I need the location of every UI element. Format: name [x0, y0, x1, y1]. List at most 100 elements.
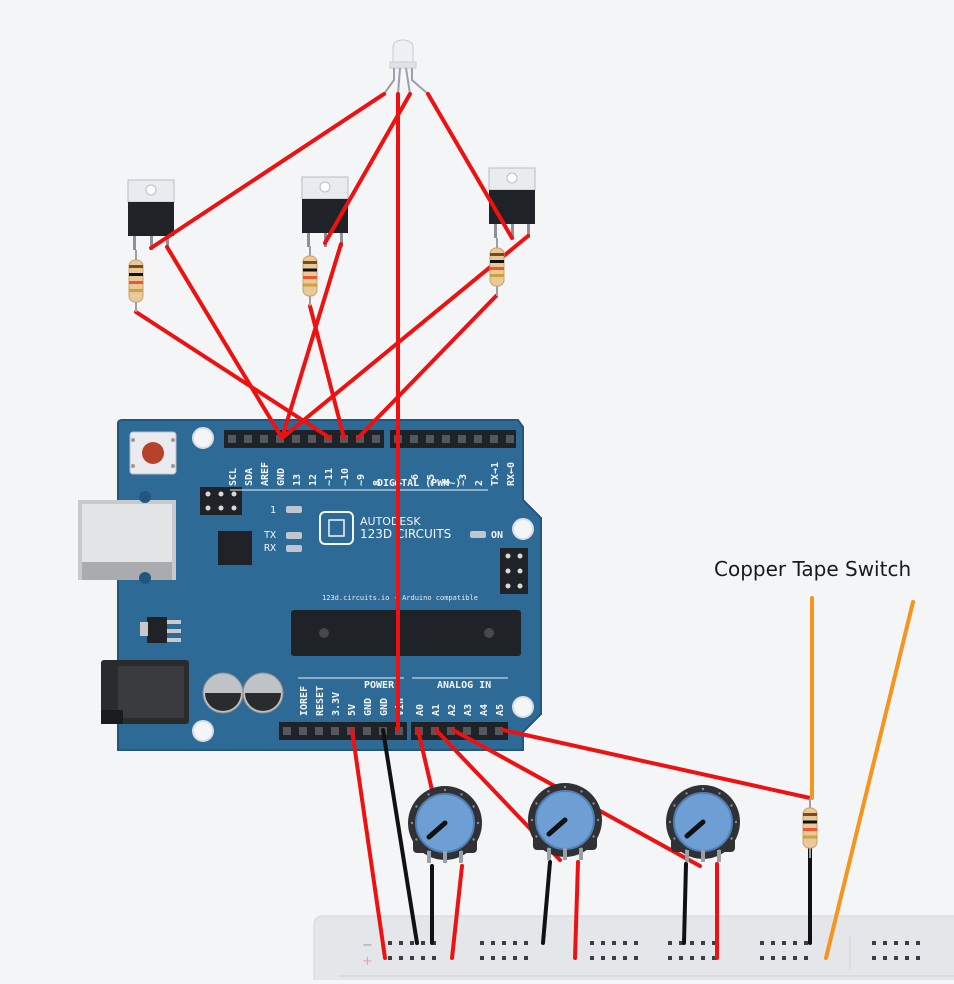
breadboard-hole[interactable]: [916, 956, 920, 960]
breadboard-hole[interactable]: [771, 956, 775, 960]
header-pin[interactable]: [299, 727, 307, 735]
wire[interactable]: [573, 860, 580, 960]
resistor[interactable]: [489, 238, 505, 296]
breadboard-hole[interactable]: [524, 941, 528, 945]
header-pin[interactable]: [372, 435, 380, 443]
breadboard-hole[interactable]: [668, 941, 672, 945]
header-pin[interactable]: [479, 727, 487, 735]
wire[interactable]: [541, 860, 552, 945]
header-pin[interactable]: [331, 727, 339, 735]
breadboard-hole[interactable]: [388, 956, 392, 960]
resistor[interactable]: [802, 798, 818, 858]
copper-tape-wire[interactable]: [824, 600, 915, 960]
breadboard-hole[interactable]: [612, 941, 616, 945]
potentiometers[interactable]: [408, 783, 740, 863]
header-pin[interactable]: [447, 727, 455, 735]
breadboard-hole[interactable]: [590, 941, 594, 945]
header-pin[interactable]: [410, 435, 418, 443]
resistor[interactable]: [128, 250, 144, 312]
header-pin[interactable]: [283, 727, 291, 735]
mosfet-transistor[interactable]: [127, 179, 175, 250]
wire[interactable]: [350, 728, 387, 960]
breadboard-hole[interactable]: [679, 956, 683, 960]
breadboard-holes[interactable]: [388, 941, 920, 960]
breadboard-hole[interactable]: [782, 956, 786, 960]
wire[interactable]: [682, 862, 688, 945]
power-header[interactable]: [279, 722, 508, 740]
breadboard-hole[interactable]: [634, 956, 638, 960]
wire[interactable]: [450, 864, 464, 960]
breadboard-hole[interactable]: [760, 956, 764, 960]
digital-header[interactable]: [224, 430, 516, 448]
breadboard-hole[interactable]: [894, 941, 898, 945]
wire[interactable]: [149, 92, 386, 250]
breadboard-hole[interactable]: [513, 941, 517, 945]
breadboard[interactable]: − +: [313, 915, 954, 984]
wire[interactable]: [323, 92, 412, 245]
header-pin[interactable]: [495, 727, 503, 735]
breadboard-hole[interactable]: [872, 956, 876, 960]
breadboard-hole[interactable]: [690, 941, 694, 945]
breadboard-hole[interactable]: [804, 956, 808, 960]
breadboard-hole[interactable]: [421, 941, 425, 945]
breadboard-hole[interactable]: [623, 941, 627, 945]
header-pin[interactable]: [442, 435, 450, 443]
breadboard-hole[interactable]: [399, 941, 403, 945]
header-pin[interactable]: [308, 435, 316, 443]
breadboard-hole[interactable]: [905, 956, 909, 960]
breadboard-hole[interactable]: [804, 941, 808, 945]
resistor[interactable]: [302, 246, 318, 306]
breadboard-hole[interactable]: [612, 956, 616, 960]
header-pin[interactable]: [228, 435, 236, 443]
header-pin[interactable]: [490, 435, 498, 443]
header-pin[interactable]: [315, 727, 323, 735]
breadboard-hole[interactable]: [524, 956, 528, 960]
wire[interactable]: [381, 728, 419, 945]
header-pin[interactable]: [260, 435, 268, 443]
breadboard-hole[interactable]: [771, 941, 775, 945]
breadboard-hole[interactable]: [590, 956, 594, 960]
wire[interactable]: [165, 245, 284, 440]
reset-button[interactable]: [129, 431, 177, 475]
wire[interactable]: [416, 728, 434, 792]
resistors[interactable]: [128, 238, 818, 858]
breadboard-hole[interactable]: [712, 956, 716, 960]
breadboard-hole[interactable]: [601, 956, 605, 960]
breadboard-hole[interactable]: [668, 956, 672, 960]
breadboard-hole[interactable]: [491, 941, 495, 945]
breadboard-hole[interactable]: [916, 941, 920, 945]
header-pin[interactable]: [363, 727, 371, 735]
header-pin[interactable]: [506, 435, 514, 443]
header-pin[interactable]: [458, 435, 466, 443]
breadboard-hole[interactable]: [905, 941, 909, 945]
potentiometer[interactable]: [528, 783, 602, 860]
breadboard-hole[interactable]: [782, 941, 786, 945]
breadboard-hole[interactable]: [690, 956, 694, 960]
breadboard-hole[interactable]: [701, 956, 705, 960]
wire[interactable]: [426, 92, 514, 240]
header-pin[interactable]: [463, 727, 471, 735]
breadboard-hole[interactable]: [502, 956, 506, 960]
breadboard-hole[interactable]: [679, 941, 683, 945]
wire[interactable]: [280, 234, 530, 440]
breadboard-hole[interactable]: [601, 941, 605, 945]
header-pin[interactable]: [292, 435, 300, 443]
header-pin[interactable]: [356, 435, 364, 443]
wire[interactable]: [501, 728, 812, 800]
header-pin[interactable]: [244, 435, 252, 443]
wire[interactable]: [308, 304, 346, 440]
wires[interactable]: [134, 92, 915, 960]
breadboard-hole[interactable]: [410, 956, 414, 960]
breadboard-hole[interactable]: [883, 941, 887, 945]
breadboard-hole[interactable]: [701, 941, 705, 945]
rgb-led[interactable]: [383, 39, 429, 95]
mosfet-transistor[interactable]: [301, 176, 349, 247]
breadboard-hole[interactable]: [502, 941, 506, 945]
breadboard-hole[interactable]: [872, 941, 876, 945]
breadboard-hole[interactable]: [421, 956, 425, 960]
header-pin[interactable]: [426, 435, 434, 443]
breadboard-hole[interactable]: [894, 956, 898, 960]
breadboard-hole[interactable]: [480, 941, 484, 945]
mosfet-transistor[interactable]: [488, 167, 536, 238]
